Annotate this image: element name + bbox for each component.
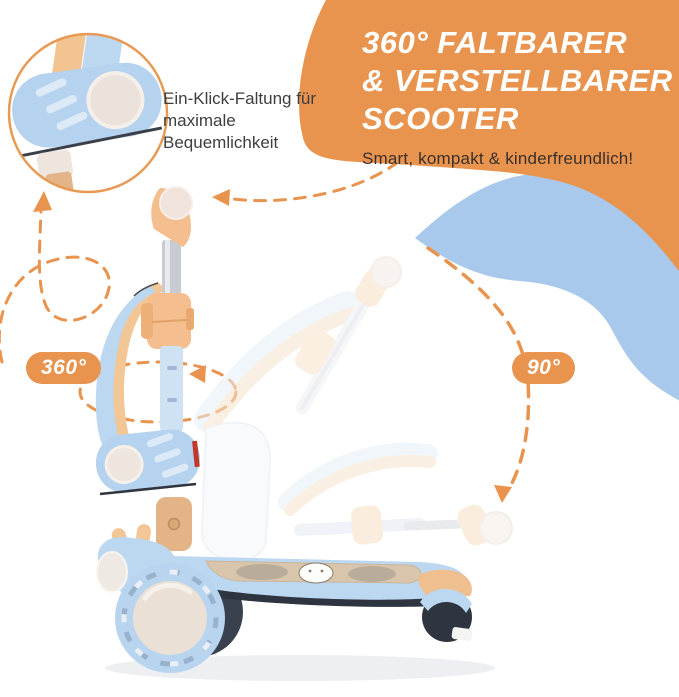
handlebar-knob bbox=[159, 186, 193, 220]
fold-callout-text: Ein-Klick-Faltung für maximale Bequemlic… bbox=[163, 89, 317, 152]
bear-face bbox=[298, 562, 334, 584]
headline-line-3: SCOOTER bbox=[362, 101, 519, 136]
fold-release-button bbox=[104, 445, 144, 485]
headline: 360° FALTBARER & VERSTELLBARER SCOOTER bbox=[362, 24, 672, 138]
rear-fender bbox=[418, 569, 472, 598]
orange-blob bbox=[299, 0, 679, 272]
headlight bbox=[96, 551, 128, 593]
detail-release-button bbox=[86, 71, 145, 130]
zoom-arrowhead bbox=[33, 191, 52, 212]
headline-line-1: 360° FALTBARER bbox=[362, 25, 628, 60]
headline-line-2: & VERSTELLBARER bbox=[362, 63, 673, 98]
fold-90-arrow bbox=[426, 246, 531, 492]
front-wheel bbox=[115, 563, 225, 673]
pole-clamp bbox=[141, 293, 194, 349]
scooter-backrest bbox=[95, 282, 166, 472]
fold-arrowhead bbox=[494, 485, 512, 503]
fold-badge-90: 90° bbox=[512, 352, 576, 384]
rotation-badge-360: 360° bbox=[26, 352, 102, 384]
deck-pad bbox=[205, 560, 422, 584]
blue-blob bbox=[415, 173, 679, 401]
pole-lower bbox=[160, 346, 183, 432]
scooter-deck bbox=[96, 524, 472, 607]
scooter-handlebar bbox=[141, 186, 194, 432]
rear-wheel bbox=[420, 588, 473, 642]
zoom-callout-arrow bbox=[0, 208, 111, 364]
fold-clamp bbox=[95, 429, 200, 493]
pole-silver bbox=[162, 240, 181, 296]
subtitle: Smart, kompakt & kinderfreundlich! bbox=[362, 149, 634, 168]
handlebar-rotate-arrow bbox=[224, 160, 400, 203]
handlebar-arrowhead bbox=[212, 189, 230, 206]
ghost-folded-positions bbox=[194, 256, 513, 562]
seatpost-collar bbox=[156, 497, 192, 551]
fold-mechanism-detail bbox=[7, 32, 169, 194]
rotation-arrowhead bbox=[189, 365, 206, 383]
